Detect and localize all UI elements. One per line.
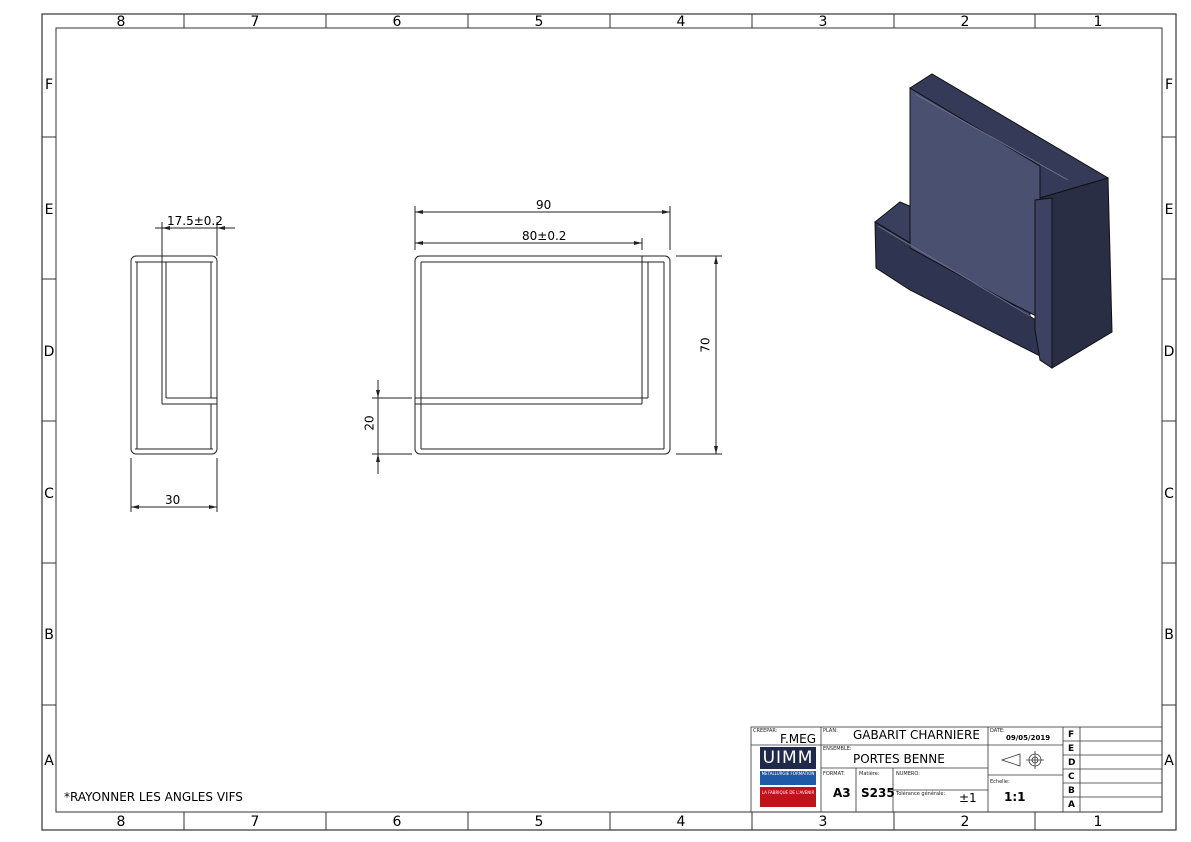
projection-symbol: [1000, 751, 1044, 769]
side-view: [130, 222, 235, 512]
zone-ticks: [42, 14, 1176, 830]
format-label: FORMAT:: [823, 771, 845, 777]
title-block-lines: [750, 726, 1163, 813]
zone-col-bottom-8: 8: [116, 814, 126, 830]
created-by: F.MEG: [780, 732, 817, 746]
zone-col-bottom-6: 6: [392, 814, 402, 830]
revision-c: C: [1068, 772, 1075, 782]
zone-row-left-e: E: [44, 202, 54, 218]
iso-pillar-front: [1034, 197, 1053, 369]
zone-col-bottom-3: 3: [818, 814, 828, 830]
drawing-note: *RAYONNER LES ANGLES VIFS: [64, 790, 243, 804]
revision-d: D: [1068, 758, 1076, 768]
ensemble-value: PORTES BENNE: [853, 752, 945, 766]
created-by-label: CREEPAR:: [753, 728, 778, 734]
zone-col-bottom-4: 4: [676, 814, 686, 830]
zone-col-top-2: 2: [960, 14, 970, 30]
zone-row-right-a: A: [1164, 753, 1174, 769]
dim-height: 70: [698, 337, 713, 353]
side-view-outline: [130, 255, 218, 455]
echelle-label: Echelle:: [990, 779, 1010, 785]
zone-row-left-c: C: [44, 486, 54, 502]
dim-width-30: 30: [165, 493, 181, 507]
date-label: DATE:: [990, 728, 1005, 734]
front-view-outline: [414, 255, 671, 455]
zone-row-right-b: B: [1164, 627, 1174, 643]
matiere-value: S235: [861, 786, 895, 800]
tolerance-value: ±1: [959, 791, 977, 805]
date-value: 09/05/2019: [1006, 734, 1051, 742]
zone-col-top-1: 1: [1093, 14, 1103, 30]
zone-col-top-5: 5: [534, 14, 544, 30]
zone-row-right-e: E: [1164, 202, 1174, 218]
tolerance-label: Tolérance générale:: [896, 791, 946, 797]
zone-row-right-c: C: [1164, 486, 1174, 502]
revision-e: E: [1068, 744, 1075, 754]
zone-col-bottom-7: 7: [250, 814, 260, 830]
uimm-logo-sub-red: LA FABRIQUE DE L'AVENIR: [760, 787, 816, 807]
zone-col-top-7: 7: [250, 14, 260, 30]
zone-col-bottom-5: 5: [534, 814, 544, 830]
uimm-logo-sub-blue: METALLURGIE FORMATION: [760, 771, 816, 785]
zone-col-top-6: 6: [392, 14, 402, 30]
zone-col-bottom-1: 1: [1093, 814, 1103, 830]
zone-row-left-d: D: [43, 344, 55, 360]
dim-base-height: 20: [362, 415, 377, 431]
revision-a: A: [1068, 800, 1075, 810]
zone-col-top-4: 4: [676, 14, 686, 30]
plan-label: PLAN:: [823, 728, 838, 734]
uimm-logo: UIMM: [760, 747, 816, 769]
format-value: A3: [833, 786, 851, 800]
front-view-arrows: [376, 210, 718, 462]
dim-total-width: 90: [536, 198, 552, 212]
revision-f: F: [1068, 730, 1075, 740]
zone-col-bottom-2: 2: [960, 814, 970, 830]
isometric-view: [874, 73, 1113, 369]
front-view: [372, 206, 722, 474]
outer-frame: [41, 13, 1177, 831]
revision-b: B: [1068, 786, 1075, 796]
zone-col-top-3: 3: [818, 14, 828, 30]
side-view-arrows: [131, 226, 225, 509]
zone-row-right-d: D: [1163, 344, 1175, 360]
matiere-label: Matière:: [859, 771, 880, 777]
echelle-value: 1:1: [1004, 790, 1026, 804]
plan-value: GABARIT CHARNIERE: [853, 728, 980, 742]
inner-frame: [55, 27, 1163, 813]
dim-inner-width: 80±0.2: [522, 229, 567, 243]
numero-label: NUMERO:: [896, 771, 920, 777]
dim-thickness: 17.5±0.2: [167, 214, 223, 228]
ensemble-label: ENSEMBLE:: [823, 746, 852, 752]
zone-row-left-b: B: [44, 627, 54, 643]
zone-row-right-f: F: [1164, 77, 1174, 93]
zone-row-left-f: F: [44, 77, 54, 93]
zone-row-left-a: A: [44, 753, 54, 769]
zone-col-top-8: 8: [116, 14, 126, 30]
